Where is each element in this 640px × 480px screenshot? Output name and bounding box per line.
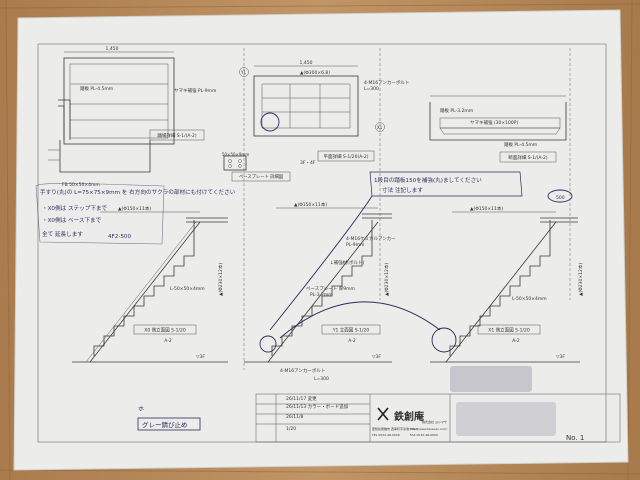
label-plate-right-1: 踏板 PL-3.2mm <box>440 107 473 114</box>
y1-base2-label: PL-3.2mm <box>310 292 333 298</box>
note-left-extra: 4F2-500 <box>108 234 131 240</box>
handwritten-stamp: ホ グレー錆び止め <box>137 406 201 431</box>
x1-floor-label: ▽3F <box>556 354 565 360</box>
sub-elevation-y1: A-2 <box>348 338 356 344</box>
plan-view-left: 1,450 踏板 PL-4.5mm ヤマキ補強 PL-9mm FB 50×50×… <box>48 46 216 188</box>
elevation-x0: ▲(Φ150×11本) L-50×50×4mm ▲(Φ230×12本) ▽3F … <box>72 205 228 363</box>
label-note-left: ヤマキ補強 PL-9mm <box>174 87 216 94</box>
note-left-line-1: 手すり(丸)の L=75×75×9mm を 右方向のサクラの部材にも付けてくださ… <box>40 188 236 196</box>
dim-top-center: 1,450 <box>300 60 313 66</box>
base-plate-caption: ベースプレート 詳細図 <box>239 173 283 180</box>
revision-date-2: 26/11/13 カラー・ボード追加 <box>286 403 349 410</box>
grid-mark-y1: Y1 <box>240 70 246 75</box>
drawing-scale: 1/20 <box>286 426 296 432</box>
x1-stringer-label: L-50×50×4mm <box>512 296 547 302</box>
y1-plate-label: PL-9mm <box>346 242 364 248</box>
caption-elevation-y1: Y1 立面図 S-1/20 <box>332 327 370 334</box>
caption-section-right: 断面詳細 S-1/(A-2) <box>508 154 548 161</box>
company-tel: TEL 0532-48-0008 <box>371 433 400 437</box>
y1-height-label: ▲(Φ230×12本) <box>383 263 390 296</box>
note-left-line-3: ・X0側は ベース下まで <box>42 216 102 224</box>
y1-cut-label: ↓補強材(ボルト) <box>330 259 365 266</box>
company-logo <box>377 407 389 421</box>
note-right-line-1: 1段目の踏板150を補強(丸)ましてください <box>374 176 482 184</box>
y1-base-label: ベースプレート 厚9mm <box>306 286 355 292</box>
handwritten-note-left: 手すり(丸)の L=75×75×9mm を 右方向のサクラの部材にも付けてくださ… <box>35 183 236 245</box>
label-note-right: ヤマキ補強 (30×100P) <box>470 119 518 126</box>
page-number: No. 1 <box>566 434 584 442</box>
company-sub: 株式会社 ヨシマサ <box>422 419 447 424</box>
y1-anchor-len-label: L=300 <box>314 376 329 382</box>
note-right-line-2: 寸法 注記します <box>382 186 423 194</box>
x0-floor-label: ▽3F <box>196 354 205 360</box>
x1-beam-label: ▲(Φ150×11本) <box>470 205 503 212</box>
x1-circled-mark: 500 <box>556 195 565 201</box>
base-plate-size: 50×50×9mm <box>222 152 249 157</box>
x0-stringer-label: L-50×50×4mm <box>170 286 205 292</box>
x0-height-label: ▲(Φ230×12本) <box>217 263 224 296</box>
caption-plan-center: 平面詳細 S-1/20(A-2) <box>324 153 369 160</box>
title-block: 26/11/17 変更 26/11/13 カラー・ボード追加 26/11/8 1… <box>255 393 621 443</box>
revision-date-1: 26/11/17 変更 <box>286 395 317 402</box>
x1-height-label: ▲(Φ230×12本) <box>577 263 584 296</box>
dim-top-left: 1,450 <box>106 46 119 52</box>
elevation-y1: ▲(Φ150×11本) 4-M16ケミカルアンカー PL-9mm ↓補強材(ボル… <box>244 201 396 382</box>
caption-plan-left: 踊場詳細 S-1/(A-2) <box>157 132 197 139</box>
plan-view-center: 1,450 ▲(Φ300×6.8) 4-M16アンカーボルト L=300 3F・… <box>239 60 409 166</box>
label-bolt-len-center: L=300 <box>364 86 379 92</box>
note-left-line-4: 全て 延長します <box>42 230 83 238</box>
x0-beam-label: ▲(Φ150×11本) <box>118 205 151 212</box>
y1-floor-label: ▽3F <box>372 354 381 360</box>
base-plate-detail: 50×50×9mm ベースプレート 詳細図 <box>222 152 291 182</box>
y1-bolt-label: 4-M16ケミカルアンカー <box>346 235 396 242</box>
y1-beam-label: ▲(Φ150×11本) <box>294 201 327 208</box>
caption-elevation-x1: X1 側立面図 S-1/20 <box>488 327 530 334</box>
redacted-area-2 <box>456 402 556 436</box>
grid-mark-x1: X1 <box>377 125 383 130</box>
company-address: 愛知県豊橋市 西幸町字浜池333-9 <box>372 426 418 431</box>
company-name: 鉄創庵 <box>394 410 425 423</box>
sub-elevation-x1: A-2 <box>512 338 520 344</box>
handwritten-note-right: 1段目の踏板150を補強(丸)ましてください 寸法 注記します <box>269 171 523 331</box>
note-mark: ホ <box>138 406 144 413</box>
label-plate-right-2: 踏板 PL-4.5mm <box>504 141 537 148</box>
label-plate-left: 踏板 PL-4.5mm <box>80 85 113 92</box>
caption-elevation-x0: X0 側立面図 S-1/20 <box>144 327 186 334</box>
label-handrail-center: ▲(Φ300×6.8) <box>300 70 330 76</box>
note-stamp-text: グレー錆び止め <box>142 420 188 429</box>
label-floor-center: 3F・4F <box>300 160 316 166</box>
grid-lines <box>243 48 571 370</box>
company-web: http://www.tessoan.com/ <box>410 427 448 431</box>
company-fax: FAX 0532-48-0009 <box>410 433 438 437</box>
redacted-area-1 <box>450 366 532 392</box>
elevation-x1: ▲(Φ150×11本) L-50×50×4mm ▲(Φ230×12本) ▽3F … <box>279 189 584 363</box>
revision-date-3: 26/11/8 <box>286 414 303 420</box>
section-view-right: 踏板 PL-3.2mm ヤマキ補強 (30×100P) 踏板 PL-4.5mm … <box>429 95 567 163</box>
y1-anchor-label: 4-M16アンカーボルト <box>280 367 325 374</box>
note-left-line-2: ・X0側は ステップ下まで <box>42 204 108 212</box>
label-hatch-left: FB 50×50×4mm <box>62 182 100 188</box>
label-bolt-center: 4-M16アンカーボルト <box>364 79 409 86</box>
paper <box>13 9 629 471</box>
sub-elevation-x0: A-2 <box>164 338 172 344</box>
